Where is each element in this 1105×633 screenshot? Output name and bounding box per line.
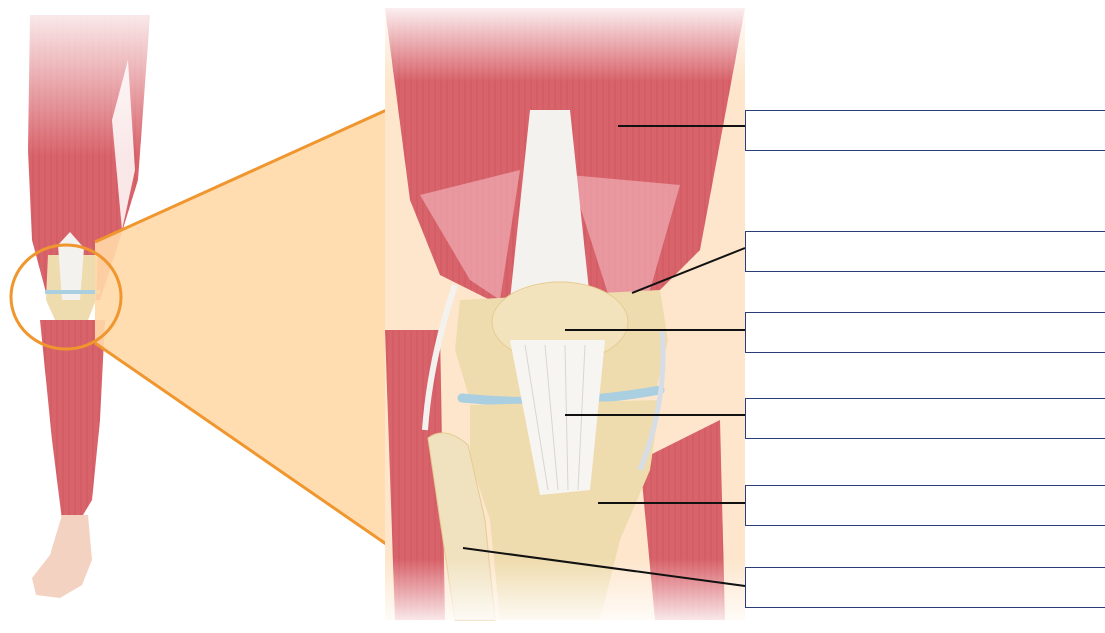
label-box-fibula[interactable] (745, 567, 1105, 608)
label-box-tibia[interactable] (745, 485, 1105, 526)
knee-closeup (385, 8, 745, 620)
label-box-patella[interactable] (745, 312, 1105, 353)
label-box-patellar-ligament[interactable] (745, 398, 1105, 439)
label-box-femur[interactable] (745, 231, 1105, 272)
label-box-quadriceps[interactable] (745, 110, 1105, 151)
